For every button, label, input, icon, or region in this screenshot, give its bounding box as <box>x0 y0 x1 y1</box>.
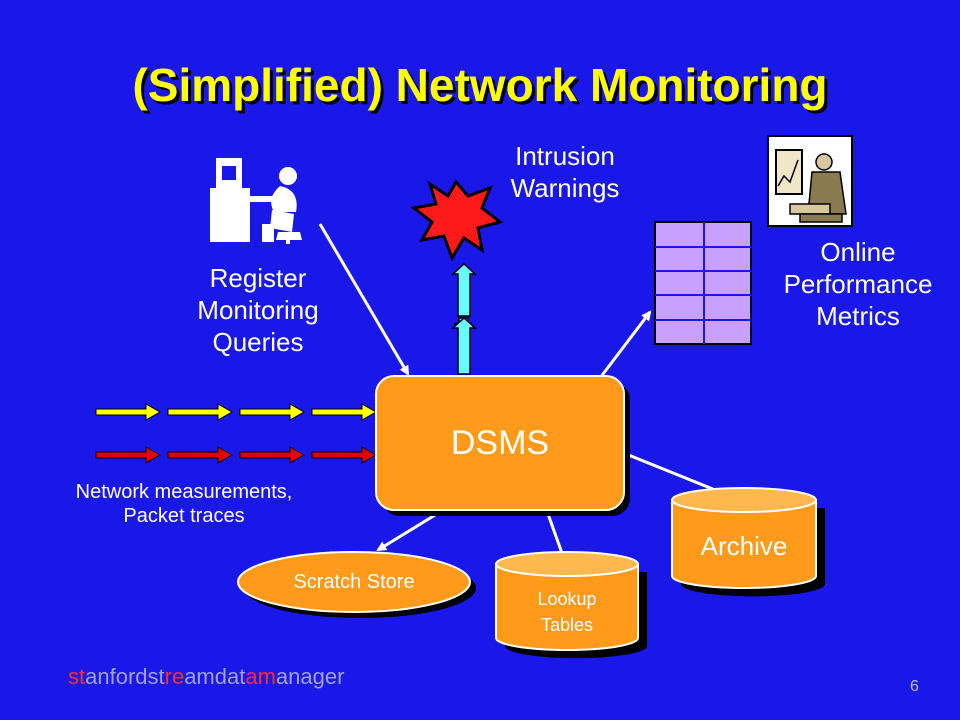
metrics-grid <box>654 221 752 345</box>
footer-segment: anager <box>275 664 345 689</box>
register-queries-label: Register Monitoring Queries <box>197 263 319 357</box>
alert-burst-icon <box>410 179 504 262</box>
online-metrics-label: Online Performance Metrics <box>783 237 933 331</box>
dsms-scratch-arrow <box>376 503 450 552</box>
archive-cylinder[interactable] <box>671 487 825 597</box>
footer-segment: am <box>245 664 276 689</box>
network-measurements-label: Network measurements, Packet traces <box>75 481 293 527</box>
footer-segment: anfordst <box>85 664 165 689</box>
analyst-at-computer-icon <box>767 135 853 227</box>
footer-segment: re <box>164 664 185 689</box>
footer-segment: st <box>68 664 86 689</box>
dsms-to-metrics-arrow <box>598 310 652 379</box>
footer-branding: stanfordstreamdatamanager <box>68 664 344 690</box>
lookup-cylinder[interactable] <box>495 551 647 659</box>
dsms-label: DSMS <box>450 424 550 462</box>
scratch-store-ellipse[interactable] <box>237 551 471 613</box>
output-up-arrows <box>451 262 477 375</box>
scratch-store-label: Scratch Store <box>293 571 415 593</box>
archive-label: Archive <box>700 531 788 561</box>
slide-title: (Simplified) Network Monitoring <box>132 59 828 111</box>
yellow-stream-arrows <box>95 403 378 421</box>
lookup-tables-label: Lookup Tables <box>537 589 597 635</box>
queries-to-dsms-arrow <box>318 223 410 376</box>
person-at-desk-icon <box>210 158 302 244</box>
page-number: 6 <box>910 678 919 695</box>
dsms-box[interactable] <box>375 375 625 511</box>
footer-segment: amdat <box>184 664 246 689</box>
intrusion-warnings-label: Intrusion Warnings <box>510 141 620 203</box>
red-stream-arrows <box>95 446 378 464</box>
